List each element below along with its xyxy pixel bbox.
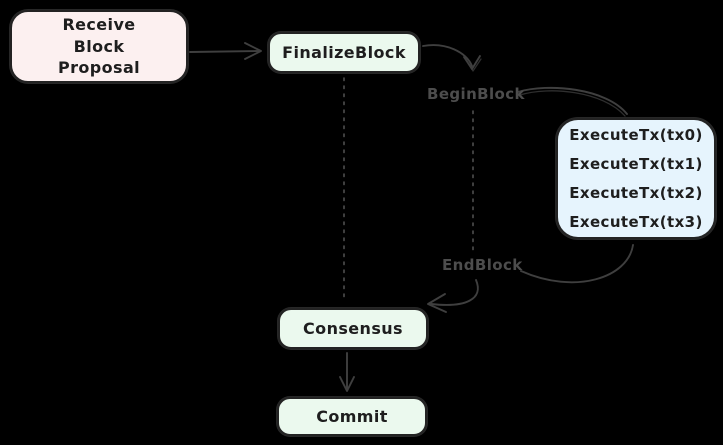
curve-executetx-to-endblock [520,244,634,284]
node-consensus-label: Consensus [303,319,403,338]
execute-tx-line-2: ExecuteTx(tx2) [569,183,703,202]
execute-tx-line-1: ExecuteTx(tx1) [569,154,703,173]
node-finalize-block: FinalizeBlock [268,32,420,73]
node-execute-tx: ExecuteTx(tx0) ExecuteTx(tx1) ExecuteTx(… [556,118,716,239]
arrow-proposal-to-finalizeblock [189,42,262,60]
node-commit: Commit [277,397,427,436]
node-finalize-block-label: FinalizeBlock [282,43,406,62]
curve-beginblock-to-executetx [517,86,628,117]
execute-tx-line-0: ExecuteTx(tx0) [569,125,703,144]
edge-label-begin-block: BeginBlock [427,85,525,103]
arrow-endblock-to-consensus [427,279,479,313]
arrow-finalizeblock-to-beginblock [422,44,482,72]
node-commit-label: Commit [316,407,388,426]
node-consensus: Consensus [278,308,428,349]
edge-label-end-block: EndBlock [442,256,523,274]
execute-tx-line-3: ExecuteTx(tx3) [569,212,703,231]
arrow-consensus-to-commit [339,352,355,392]
node-receive-block-proposal-label: Receive Block Proposal [57,15,141,78]
node-receive-block-proposal: Receive Block Proposal [10,10,188,83]
